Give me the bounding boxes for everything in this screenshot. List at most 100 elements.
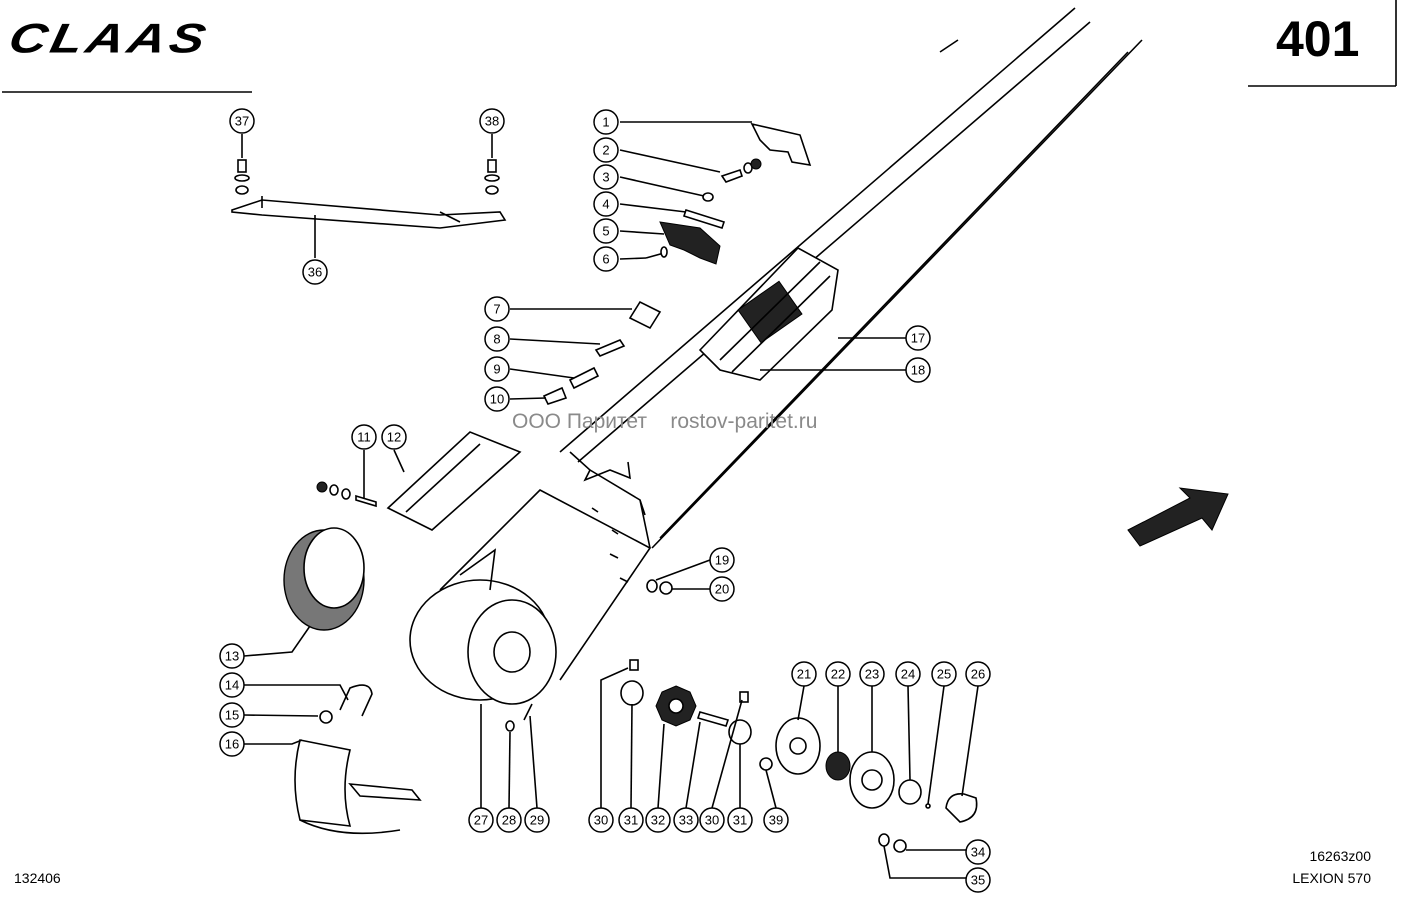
flange-23	[849, 751, 895, 809]
callout-2: 2	[593, 137, 619, 163]
callout-36: 36	[302, 259, 328, 285]
pin-30b	[739, 691, 749, 703]
callout-7: 7	[484, 296, 510, 322]
key-33	[696, 711, 730, 727]
callout-29: 29	[524, 807, 550, 833]
bearing-24	[898, 779, 922, 805]
guard-plate-12	[386, 431, 522, 531]
bolt-37	[234, 159, 250, 195]
chain-link-8	[594, 339, 626, 357]
svg-text:15: 15	[225, 708, 239, 723]
ring-25	[925, 803, 931, 809]
washer-35	[878, 833, 890, 847]
bolt-38	[484, 159, 500, 195]
svg-text:34: 34	[971, 845, 985, 860]
callout-38: 38	[479, 108, 505, 134]
watermark-company: ООО Паритет	[512, 410, 648, 433]
callout-17: 17	[905, 325, 931, 351]
leader-lines	[241, 121, 979, 879]
bearing-31a	[620, 680, 644, 706]
callout-12: 12	[381, 424, 407, 450]
belt-13	[283, 527, 365, 631]
svg-text:27: 27	[474, 813, 488, 828]
callout-14: 14	[219, 672, 245, 698]
svg-text:23: 23	[865, 667, 879, 682]
svg-text:4: 4	[602, 197, 609, 212]
flange-21	[775, 717, 821, 775]
svg-text:30: 30	[594, 813, 608, 828]
callout-3: 3	[593, 164, 619, 190]
svg-text:10: 10	[490, 392, 504, 407]
callout-9: 9	[484, 356, 510, 382]
watermark-website: rostov-paritet.ru	[670, 410, 818, 433]
callout-8: 8	[484, 326, 510, 352]
callout-27: 27	[468, 807, 494, 833]
svg-text:3: 3	[602, 170, 609, 185]
svg-text:35: 35	[971, 873, 985, 888]
svg-text:9: 9	[493, 362, 500, 377]
svg-text:17: 17	[911, 331, 925, 346]
bearing-plate-5	[659, 221, 721, 265]
svg-text:39: 39	[769, 813, 783, 828]
bearing-22	[825, 751, 851, 781]
callout-35: 35	[965, 867, 991, 893]
chain-link-10	[542, 386, 568, 405]
pin-30a	[629, 659, 639, 671]
svg-text:31: 31	[733, 813, 747, 828]
chain-link-7	[628, 300, 662, 330]
sheet-code: 16263z00	[1309, 848, 1371, 864]
callout-5: 5	[593, 218, 619, 244]
svg-text:7: 7	[493, 302, 500, 317]
svg-text:36: 36	[308, 265, 322, 280]
callout-10: 10	[484, 386, 510, 412]
callout-24: 24	[895, 661, 921, 687]
svg-text:1: 1	[602, 115, 609, 130]
chain-link-9	[568, 366, 600, 390]
callout-19: 19	[709, 547, 735, 573]
drawing-code: 132406	[14, 870, 61, 886]
svg-text:33: 33	[679, 813, 693, 828]
callout-37: 37	[229, 108, 255, 134]
cover-plate-1	[750, 122, 812, 167]
svg-text:18: 18	[911, 363, 925, 378]
callout-16: 16	[219, 731, 245, 757]
svg-text:32: 32	[651, 813, 665, 828]
svg-text:19: 19	[715, 553, 729, 568]
callout-32: 32	[645, 807, 671, 833]
svg-text:24: 24	[901, 667, 915, 682]
svg-text:20: 20	[715, 582, 729, 597]
bolt-set-11	[316, 481, 377, 508]
chain-pins	[591, 507, 629, 583]
callout-13: 13	[219, 643, 245, 669]
callout-4: 4	[593, 191, 619, 217]
svg-text:38: 38	[485, 114, 499, 129]
nut-39	[759, 757, 773, 771]
svg-text:21: 21	[797, 667, 811, 682]
callout-23: 23	[859, 661, 885, 687]
bolt-28-29	[505, 703, 533, 732]
callout-30a: 30	[588, 807, 614, 833]
callout-1: 1	[593, 109, 619, 135]
svg-text:37: 37	[235, 114, 249, 129]
callout-28: 28	[496, 807, 522, 833]
callout-39: 39	[763, 807, 789, 833]
bolt-6	[645, 246, 668, 259]
svg-text:11: 11	[357, 430, 371, 445]
callouts: 1 2 3 4 5 6 7 8 9 10 11 12 13 14 15 16 1…	[219, 108, 991, 893]
sprocket-32	[655, 685, 697, 727]
elevator-tube	[559, 7, 1143, 549]
svg-text:6: 6	[602, 252, 609, 267]
conveyor-slats	[698, 247, 839, 381]
callout-22: 22	[825, 661, 851, 687]
svg-text:12: 12	[387, 430, 401, 445]
callout-33: 33	[673, 807, 699, 833]
u-bolt-14	[339, 684, 373, 717]
svg-text:14: 14	[225, 678, 239, 693]
callout-15: 15	[219, 702, 245, 728]
svg-text:16: 16	[225, 737, 239, 752]
watermark: ООО Паритет rostov-paritet.ru	[512, 410, 817, 434]
direction-arrow	[1127, 487, 1229, 547]
svg-text:2: 2	[602, 143, 609, 158]
